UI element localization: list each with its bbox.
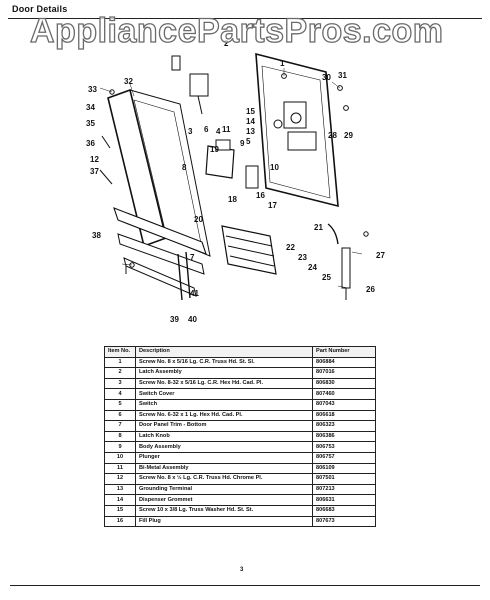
callout-38: 38	[92, 231, 101, 240]
col-part-number: Part Number	[312, 346, 376, 358]
callout-7: 7	[190, 253, 195, 262]
callout-11: 11	[222, 125, 231, 134]
callout-6: 6	[204, 125, 209, 134]
callout-12: 12	[90, 155, 99, 164]
callout-33: 33	[88, 85, 97, 94]
callout-26: 26	[366, 285, 375, 294]
callout-15: 15	[246, 107, 255, 116]
col-description: Description	[135, 346, 313, 358]
door-trim-bottom	[113, 207, 207, 255]
callout-37: 37	[90, 167, 99, 176]
table-header-row: Item No. Description Part Number	[104, 346, 376, 358]
door-inner-panel	[129, 89, 211, 257]
callout-8: 8	[182, 163, 187, 172]
exploded-view-diagram: 1 2 3 4 5 6 7 8 9 10 11 12 13 14 15 16 1…	[70, 38, 420, 338]
callout-35: 35	[86, 119, 95, 128]
callout-18: 18	[228, 195, 237, 204]
callout-22: 22	[286, 243, 295, 252]
callout-23: 23	[298, 253, 307, 262]
callout-29: 29	[344, 131, 353, 140]
door-parts-drawing: 1 2 3 4 5 6 7 8 9 10 11 12 13 14 15 16 1…	[86, 39, 385, 324]
callout-3: 3	[188, 127, 193, 136]
callout-21: 21	[314, 223, 323, 232]
callout-41: 41	[190, 289, 199, 298]
callout-19: 19	[210, 145, 219, 154]
door-liner-panel	[255, 52, 339, 208]
callout-31: 31	[338, 71, 347, 80]
page-number: 3	[240, 567, 244, 573]
callout-16: 16	[256, 191, 265, 200]
callout-34: 34	[86, 103, 95, 112]
callout-25: 25	[322, 273, 331, 282]
callout-40: 40	[188, 315, 197, 324]
site-watermark: AppliancePartsPros.com	[29, 11, 444, 50]
callout-24: 24	[308, 263, 317, 272]
top-rule	[8, 18, 482, 19]
page-heading: Door Details	[12, 4, 68, 14]
callout-30: 30	[322, 73, 331, 82]
callout-17: 17	[268, 201, 277, 210]
bottom-rule	[10, 585, 480, 586]
callout-27: 27	[376, 251, 385, 260]
callout-2: 2	[224, 39, 229, 48]
callout-36: 36	[86, 139, 95, 148]
callout-5: 5	[246, 137, 251, 146]
callout-14: 14	[246, 117, 255, 126]
callout-9: 9	[240, 139, 245, 148]
callout-32: 32	[124, 77, 133, 86]
callout-10: 10	[270, 163, 279, 172]
callout-4: 4	[216, 127, 221, 136]
callout-28: 28	[328, 131, 337, 140]
col-item-no: Item No.	[104, 346, 136, 358]
callout-39: 39	[170, 315, 179, 324]
callout-20: 20	[194, 215, 203, 224]
callout-1: 1	[280, 59, 285, 68]
callout-13: 13	[246, 127, 255, 136]
